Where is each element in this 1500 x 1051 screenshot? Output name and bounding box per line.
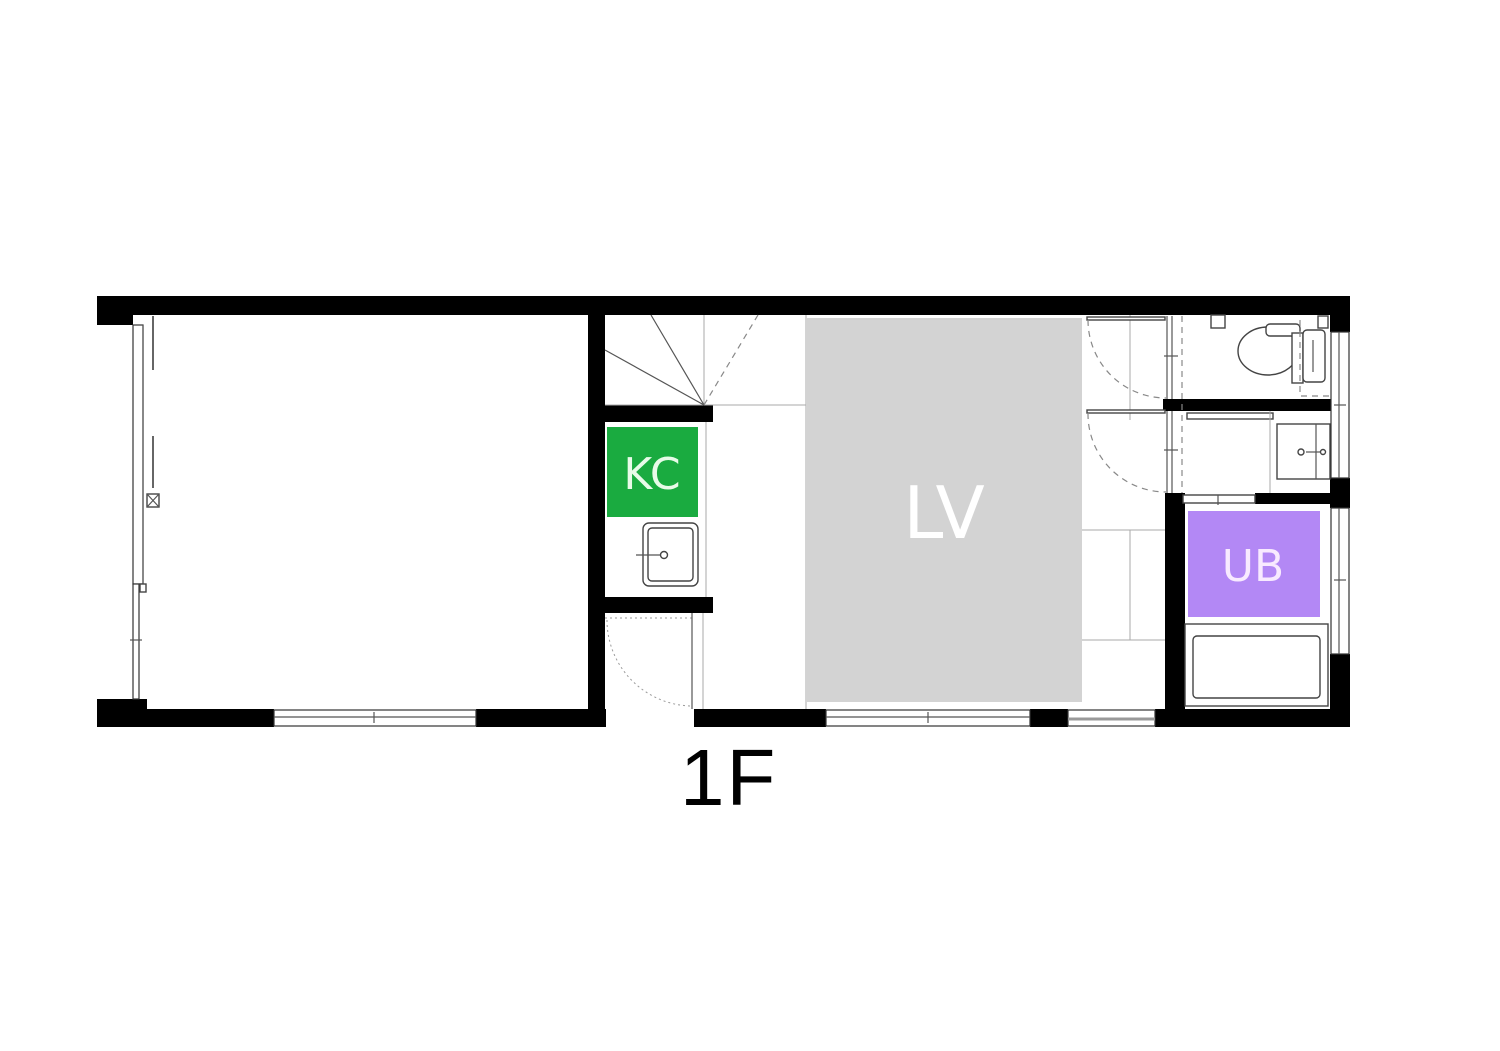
living-label-box xyxy=(806,318,1082,702)
hall-doors xyxy=(1086,316,1183,493)
right-windows xyxy=(1330,331,1350,655)
stairs xyxy=(604,314,806,406)
entrance xyxy=(605,613,704,709)
interior-walls xyxy=(588,315,1335,727)
kitchen-label-box xyxy=(607,427,698,517)
unit-bath-label-box xyxy=(1188,511,1320,617)
living-label: LV xyxy=(903,471,984,555)
washroom xyxy=(1182,411,1331,505)
floor-label: 1F xyxy=(680,733,778,822)
living: LV xyxy=(805,315,1165,727)
exterior-walls xyxy=(97,296,1350,727)
left-room xyxy=(130,316,477,727)
kitchen: KC xyxy=(607,422,707,597)
kitchen-label: KC xyxy=(623,449,680,500)
toilet-room xyxy=(1210,314,1330,397)
unit-bath-label: UB xyxy=(1222,541,1284,592)
unit-bath: UB xyxy=(1184,511,1329,707)
